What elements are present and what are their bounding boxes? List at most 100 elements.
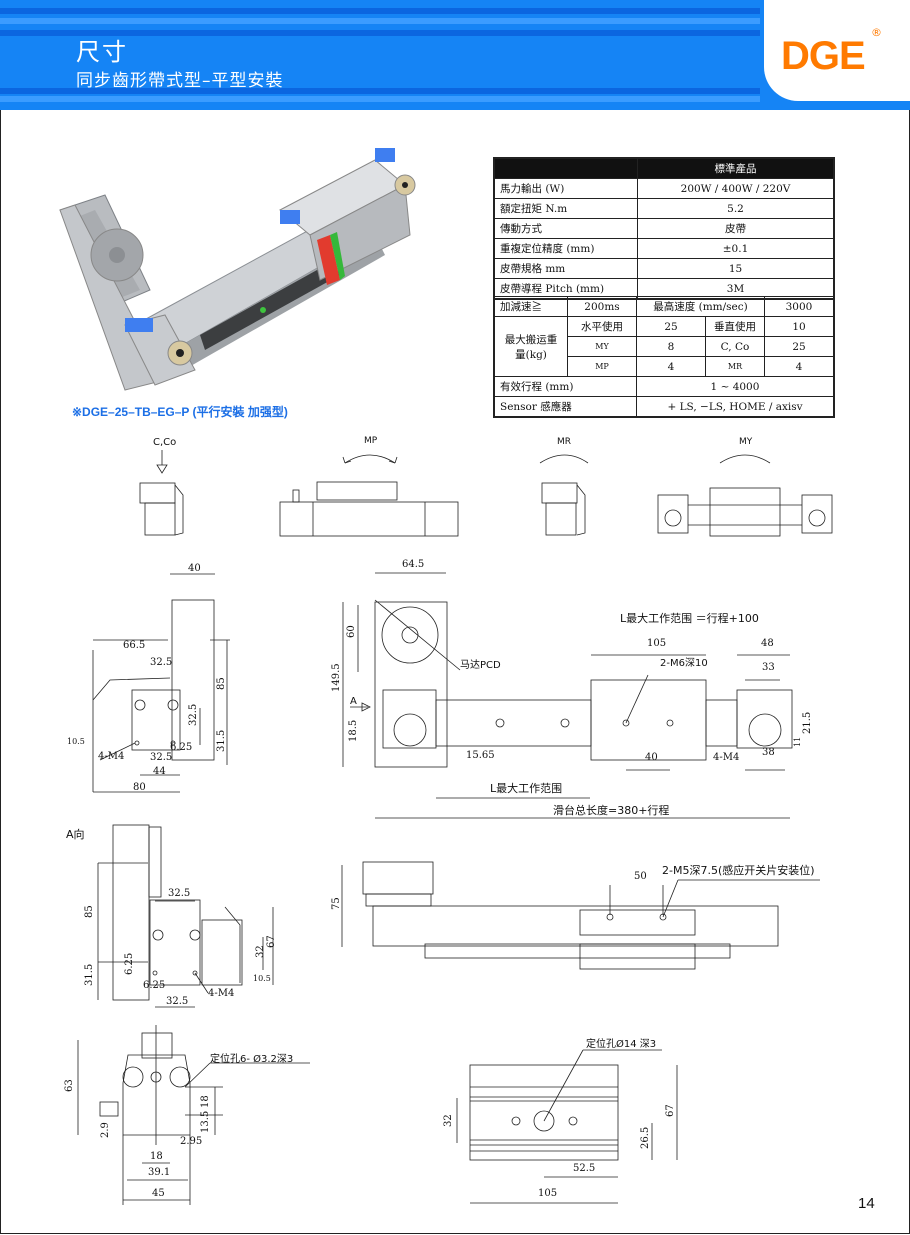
banner-stripe — [0, 96, 760, 102]
banner-stripe — [0, 8, 760, 14]
table-row: Sensor 感應器 + LS, −LS, HOME / axisv — [493, 396, 835, 418]
a-view-drawing — [97, 824, 274, 1008]
top-view-drawing — [342, 572, 793, 819]
dim-label: 2.9 — [100, 1122, 111, 1138]
spec-table: 標準產品 馬力輸出 (W)200W / 400W / 220V 額定扭矩 N.m… — [493, 157, 835, 300]
rotate-arrow-icon — [539, 454, 589, 464]
down-arrow-icon — [156, 450, 168, 474]
dim-label: 13.5 — [200, 1110, 211, 1133]
dim-label: 2.95 — [180, 1136, 203, 1147]
load-diagram-mr — [539, 454, 589, 536]
banner-stripe — [0, 30, 760, 36]
banner-stripe — [0, 88, 760, 94]
spec-table-header: 標準產品 — [637, 157, 835, 179]
load-label-mp: MP — [364, 436, 378, 446]
product-caption: ※DGE–25–TB–EG–P (平行安裝 加强型) — [72, 405, 288, 419]
page-title: 尺寸 — [76, 38, 128, 66]
front-view-drawing — [341, 861, 820, 970]
dim-label: 66.5 — [123, 640, 146, 651]
arrow-a-icon — [350, 702, 371, 712]
registered-mark: ® — [871, 26, 882, 39]
dim-label: 32.5 — [150, 752, 173, 763]
dim-label: 32.5 — [188, 703, 199, 726]
load-diagram-my — [657, 454, 833, 537]
dim-label: 52.5 — [573, 1163, 596, 1174]
banner-stripe — [0, 18, 760, 24]
dim-label: 31.5 — [84, 963, 95, 986]
dim-label: 31.5 — [216, 729, 227, 752]
m6-thread-note: 2-M6深10 — [660, 658, 708, 669]
dim-label: 85 — [84, 905, 95, 918]
table-row: 最大搬运重量(kg) 水平使用 25 垂直使用 10 — [493, 316, 835, 377]
dim-label: 18 — [150, 1151, 163, 1162]
dim-label: 6.25 — [170, 742, 193, 753]
dim-label: 10.5 — [253, 974, 271, 983]
load-label-mr: MR — [557, 437, 572, 447]
dim-label: 4-M4 — [713, 752, 740, 763]
dim-label: 39.1 — [148, 1167, 171, 1178]
range-label: L最大工作范围 — [490, 782, 563, 795]
dim-label: 26.5 — [640, 1126, 651, 1149]
dim-label: 64.5 — [402, 559, 425, 570]
dim-label: 32 — [443, 1114, 454, 1127]
dim-label: 32.5 — [166, 996, 189, 1007]
rotate-arrow-icon — [344, 454, 396, 464]
load-diagram-cco — [139, 450, 184, 536]
table-row: 加減速≧ 200ms 最高速度 (mm/sec) 3000 — [493, 296, 835, 317]
dim-label: 32.5 — [168, 888, 191, 899]
load-diagram-mp — [279, 454, 459, 537]
locating-hole-note: 定位孔Ø14 深3 — [586, 1039, 657, 1050]
dim-label: 67 — [665, 1104, 676, 1117]
dim-label: 50 — [634, 871, 647, 882]
dim-label: 40 — [645, 752, 658, 763]
view-a-title: A向 — [66, 828, 85, 841]
header-banner: 尺寸 同步齒形帶式型–平型安裝 DGE ® — [0, 0, 910, 110]
dim-label: 33 — [762, 662, 775, 673]
m5-thread-note: 2-M5深7.5(感应开关片安装位) — [662, 864, 815, 877]
table-row: 有效行程 (mm) 1 ~ 4000 — [493, 376, 835, 397]
dim-label: 32.5 — [150, 657, 173, 668]
page-number: 14 — [858, 1195, 875, 1212]
dge-logo: DGE — [781, 34, 866, 78]
dim-label: 32 — [255, 945, 266, 958]
table-row: 馬力輸出 (W)200W / 400W / 220V — [493, 178, 835, 199]
table-row: MY 8 C, Co 25 — [494, 336, 835, 357]
dim-label: 6.25 — [124, 952, 135, 975]
dim-label: 67 — [266, 935, 277, 948]
range-formula: L最大工作范围 ＝行程+100 — [620, 612, 759, 625]
logo-box: DGE ® — [764, 0, 910, 101]
product-render-image — [59, 148, 416, 391]
dim-label: 40 — [188, 563, 201, 574]
end-block — [124, 314, 196, 386]
dim-label: 15.65 — [466, 750, 495, 761]
end-view-drawing — [77, 1025, 310, 1205]
spec-table-lower: 加減速≧ 200ms 最高速度 (mm/sec) 3000 最大搬运重量(kg)… — [493, 296, 835, 418]
table-row: MP 4 MR 4 — [494, 356, 835, 377]
dim-label: 21.5 — [802, 711, 813, 734]
dim-label: 10.5 — [67, 737, 85, 746]
motor-pcd-label: 马达PCD — [460, 660, 501, 671]
page-subtitle: 同步齒形帶式型–平型安裝 — [76, 71, 284, 91]
side-view-drawing — [92, 573, 230, 793]
view-a-marker: A — [350, 696, 357, 707]
slider-top-drawing — [456, 1049, 678, 1204]
table-row: 重複定位精度 (mm)±0.1 — [493, 238, 835, 259]
total-length-label: 滑台总长度=380+行程 — [553, 804, 670, 817]
carriage — [279, 148, 416, 285]
dim-label: 105 — [538, 1188, 558, 1199]
dim-label: 63 — [64, 1079, 75, 1092]
load-label-cco: C,Co — [153, 437, 177, 448]
load-label-my: MY — [739, 437, 753, 447]
dim-label: 18 — [200, 1095, 211, 1108]
dim-label: 6.25 — [143, 980, 166, 991]
dim-label: 45 — [152, 1188, 165, 1199]
dim-label: 38 — [762, 747, 775, 758]
dim-label: 149.5 — [331, 663, 342, 692]
locating-hole-note: 定位孔6- Ø3.2深3 — [210, 1054, 294, 1065]
rotate-arrow-icon — [719, 454, 771, 464]
dim-label: 80 — [133, 782, 146, 793]
dim-label: 60 — [346, 625, 357, 638]
dim-label: 75 — [331, 897, 342, 910]
